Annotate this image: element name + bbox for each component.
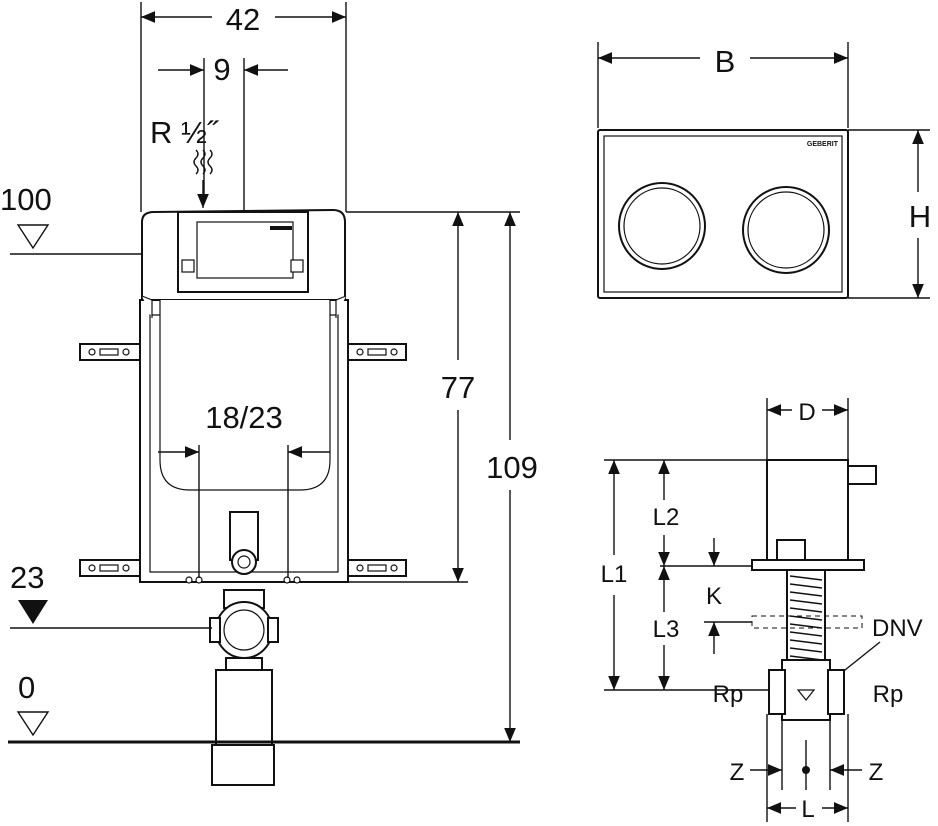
wall-bracket-upper-left — [79, 343, 141, 361]
dim-77-label: 77 — [441, 370, 475, 405]
wall-bracket-lower-right — [347, 559, 407, 577]
dim-offset-label: 9 — [213, 52, 230, 87]
valve-view: D DNV L1 L2 L3 K — [601, 398, 923, 823]
valve-flange — [751, 559, 865, 571]
dim-h-label: H — [909, 199, 931, 234]
dim-z-left-label: Z — [730, 759, 745, 786]
level-marker-23: 23 — [10, 560, 212, 629]
level-100-label: 100 — [0, 182, 52, 217]
rp-left-label: Rp — [713, 681, 744, 708]
level-0-label: 0 — [18, 670, 35, 705]
wall-bracket-upper-right — [347, 343, 407, 361]
dimension-height-77: 77 — [346, 211, 520, 583]
dimension-18-23: 18/23 — [158, 400, 330, 578]
dim-l-label: L — [801, 796, 814, 823]
level-marker-100: 100 — [0, 182, 346, 255]
plate-brand: GEBERIT — [807, 141, 839, 148]
dim-18-23-label: 18/23 — [205, 400, 283, 435]
dim-z-right-label: Z — [869, 759, 884, 786]
dim-l3-label: L3 — [653, 616, 680, 643]
dnv-label: DNV — [872, 615, 923, 642]
dim-b-label: B — [715, 44, 736, 79]
dimension-width-42: 42 — [140, 2, 347, 212]
dimension-height-109: 109 — [486, 212, 538, 742]
dim-l1-label: L1 — [601, 561, 628, 588]
frame-view: 42 9 R ½˝ 100 — [0, 2, 538, 786]
rp-right-label: Rp — [873, 681, 904, 708]
drain-elbow — [209, 589, 279, 786]
water-supply-icon — [193, 149, 213, 208]
wall-bracket-lower-left — [79, 559, 141, 577]
cistern-inspection-inner — [196, 221, 294, 279]
dim-109-label: 109 — [486, 450, 538, 485]
level-marker-0: 0 — [8, 670, 520, 744]
flush-plate-view: B GEBERIT H — [597, 42, 931, 299]
level-23-label: 23 — [10, 560, 44, 595]
dim-k-label: K — [706, 583, 722, 610]
dimension-offset-9: 9 — [158, 52, 288, 212]
dim-l2-label: L2 — [653, 504, 680, 531]
thread-label: R ½˝ — [150, 115, 219, 150]
dim-width-label: 42 — [226, 2, 260, 37]
dim-d-label: D — [798, 399, 815, 426]
